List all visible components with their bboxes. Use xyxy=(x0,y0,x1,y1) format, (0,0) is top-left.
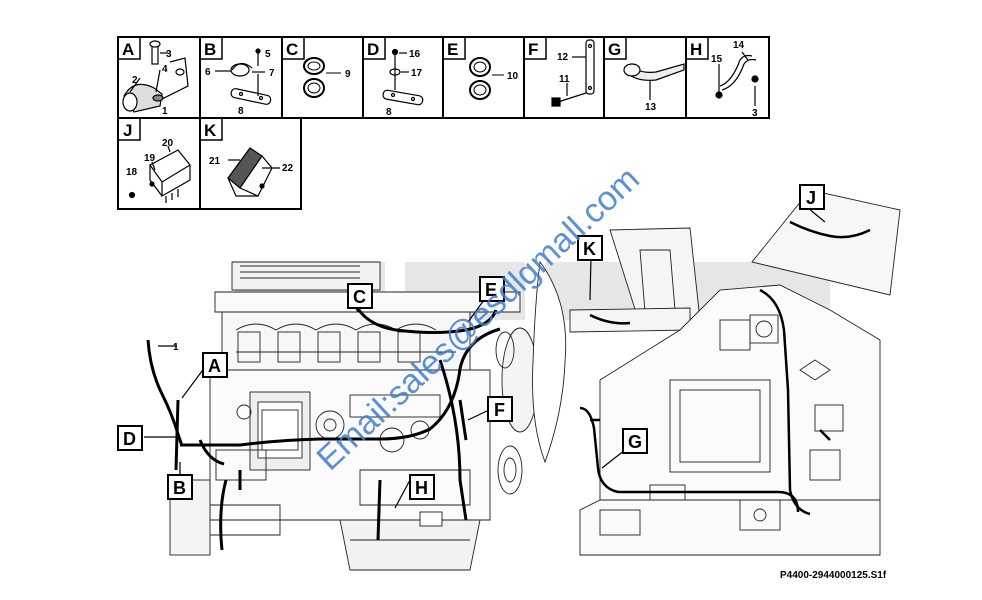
cell-g-letter: G xyxy=(608,40,621,59)
cell-h-num-3: 3 xyxy=(752,108,758,119)
cell-a-num-4: 4 xyxy=(162,64,168,75)
cell-c-clip-drawing xyxy=(303,57,341,98)
drawing-reference: P4400-2944000125.S1f xyxy=(780,570,887,581)
cell-h-num-15: 15 xyxy=(711,54,723,65)
cell-k-letter: K xyxy=(204,121,217,140)
cell-c-letter: C xyxy=(286,40,298,59)
cell-b-clamp-drawing xyxy=(215,48,272,105)
cell-b-num-8: 8 xyxy=(238,106,244,117)
cell-a-letter: A xyxy=(122,40,134,59)
cell-a-num-1: 1 xyxy=(162,106,168,117)
cell-e-num-10: 10 xyxy=(507,71,519,82)
cell-b-num-7: 7 xyxy=(269,68,275,79)
cell-f-letter: F xyxy=(528,40,538,59)
cell-k-num-22: 22 xyxy=(282,163,294,174)
engine-callout-leaders xyxy=(144,207,826,509)
callout-b: B xyxy=(173,478,186,498)
cell-e-clip-drawing xyxy=(469,57,504,100)
callout-1: 1 xyxy=(173,342,179,353)
engine-wiring-harness xyxy=(146,304,501,551)
callout-j: J xyxy=(806,188,816,208)
cab-illustration xyxy=(569,189,901,556)
cell-f-num-12: 12 xyxy=(557,52,569,63)
cell-f-num-11: 11 xyxy=(559,74,570,85)
cell-j-num-19: 19 xyxy=(144,153,156,164)
cell-h-letter: H xyxy=(690,40,702,59)
cell-d-letter: D xyxy=(367,40,379,59)
cell-j-num-20: 20 xyxy=(162,138,174,149)
callout-h: H xyxy=(415,478,428,498)
cell-b-letter: B xyxy=(204,40,216,59)
cell-d-num-8: 8 xyxy=(386,107,392,118)
cell-c-num-9: 9 xyxy=(345,69,351,80)
callout-g: G xyxy=(628,432,642,452)
callout-c: C xyxy=(353,287,366,307)
cell-j-num-18: 18 xyxy=(126,167,138,178)
callout-boxes xyxy=(117,184,825,500)
cell-e-letter: E xyxy=(447,40,458,59)
cell-k-num-21: 21 xyxy=(209,156,221,167)
cell-g-cable-tie-drawing xyxy=(623,63,685,100)
cell-d-bracket-drawing xyxy=(382,48,424,106)
callout-f: F xyxy=(494,400,505,420)
callout-e: E xyxy=(485,280,497,300)
cell-b-num-6: 6 xyxy=(205,67,211,78)
cell-d-num-17: 17 xyxy=(411,68,423,79)
cell-h-num-14: 14 xyxy=(733,40,745,51)
cell-b-num-5: 5 xyxy=(265,49,271,60)
cell-h-ground-strap-drawing xyxy=(715,51,759,106)
cell-f-strap-drawing xyxy=(551,39,595,107)
cell-d-num-16: 16 xyxy=(409,49,421,60)
callout-k: K xyxy=(583,239,596,259)
callout-d: D xyxy=(123,429,136,449)
parts-grid xyxy=(117,36,770,210)
callout-a: A xyxy=(208,356,221,376)
cell-a-num-3: 3 xyxy=(166,49,172,60)
cab-wiring-harness xyxy=(579,220,871,516)
cell-a-num-2: 2 xyxy=(132,75,138,86)
cell-g-num-13: 13 xyxy=(645,102,657,113)
cell-j-letter: J xyxy=(123,121,132,140)
cell-k-module-drawing xyxy=(227,147,280,197)
cell-a-clamp-drawing xyxy=(122,40,189,113)
cell-j-relay-drawing xyxy=(128,145,191,203)
